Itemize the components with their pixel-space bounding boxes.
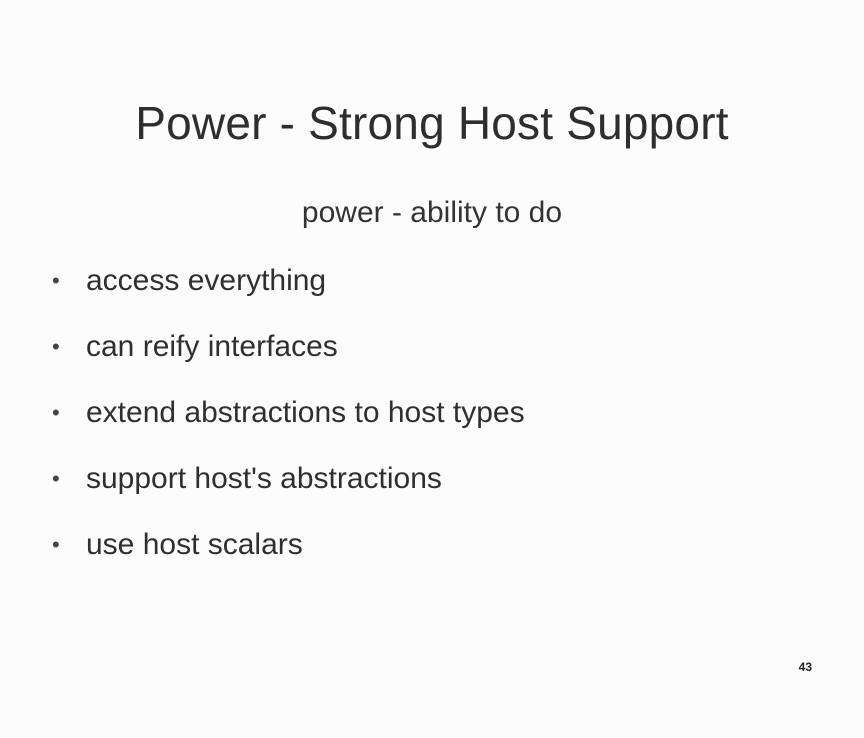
bullet-item: • can reify interfaces [48,330,525,396]
bullet-text: can reify interfaces [86,330,338,363]
bullet-text: extend abstractions to host types [86,396,525,429]
bullet-item: • support host's abstractions [48,462,525,528]
page-number: 43 [798,660,812,674]
bullet-text: support host's abstractions [86,462,442,495]
bullet-item: • use host scalars [48,528,525,594]
bullet-icon: • [52,466,60,491]
slide-title: Power - Strong Host Support [135,97,729,149]
bullet-item: • access everything [48,264,525,330]
bullet-icon: • [52,334,60,359]
bullet-text: use host scalars [86,528,303,561]
bullet-icon: • [52,268,60,293]
slide-subtitle: power - ability to do [301,196,563,229]
bullet-icon: • [52,532,60,557]
bullet-list: • access everything • can reify interfac… [48,264,525,594]
bullet-text: access everything [86,264,327,297]
bullet-item: • extend abstractions to host types [48,396,525,462]
bullet-icon: • [52,400,60,425]
